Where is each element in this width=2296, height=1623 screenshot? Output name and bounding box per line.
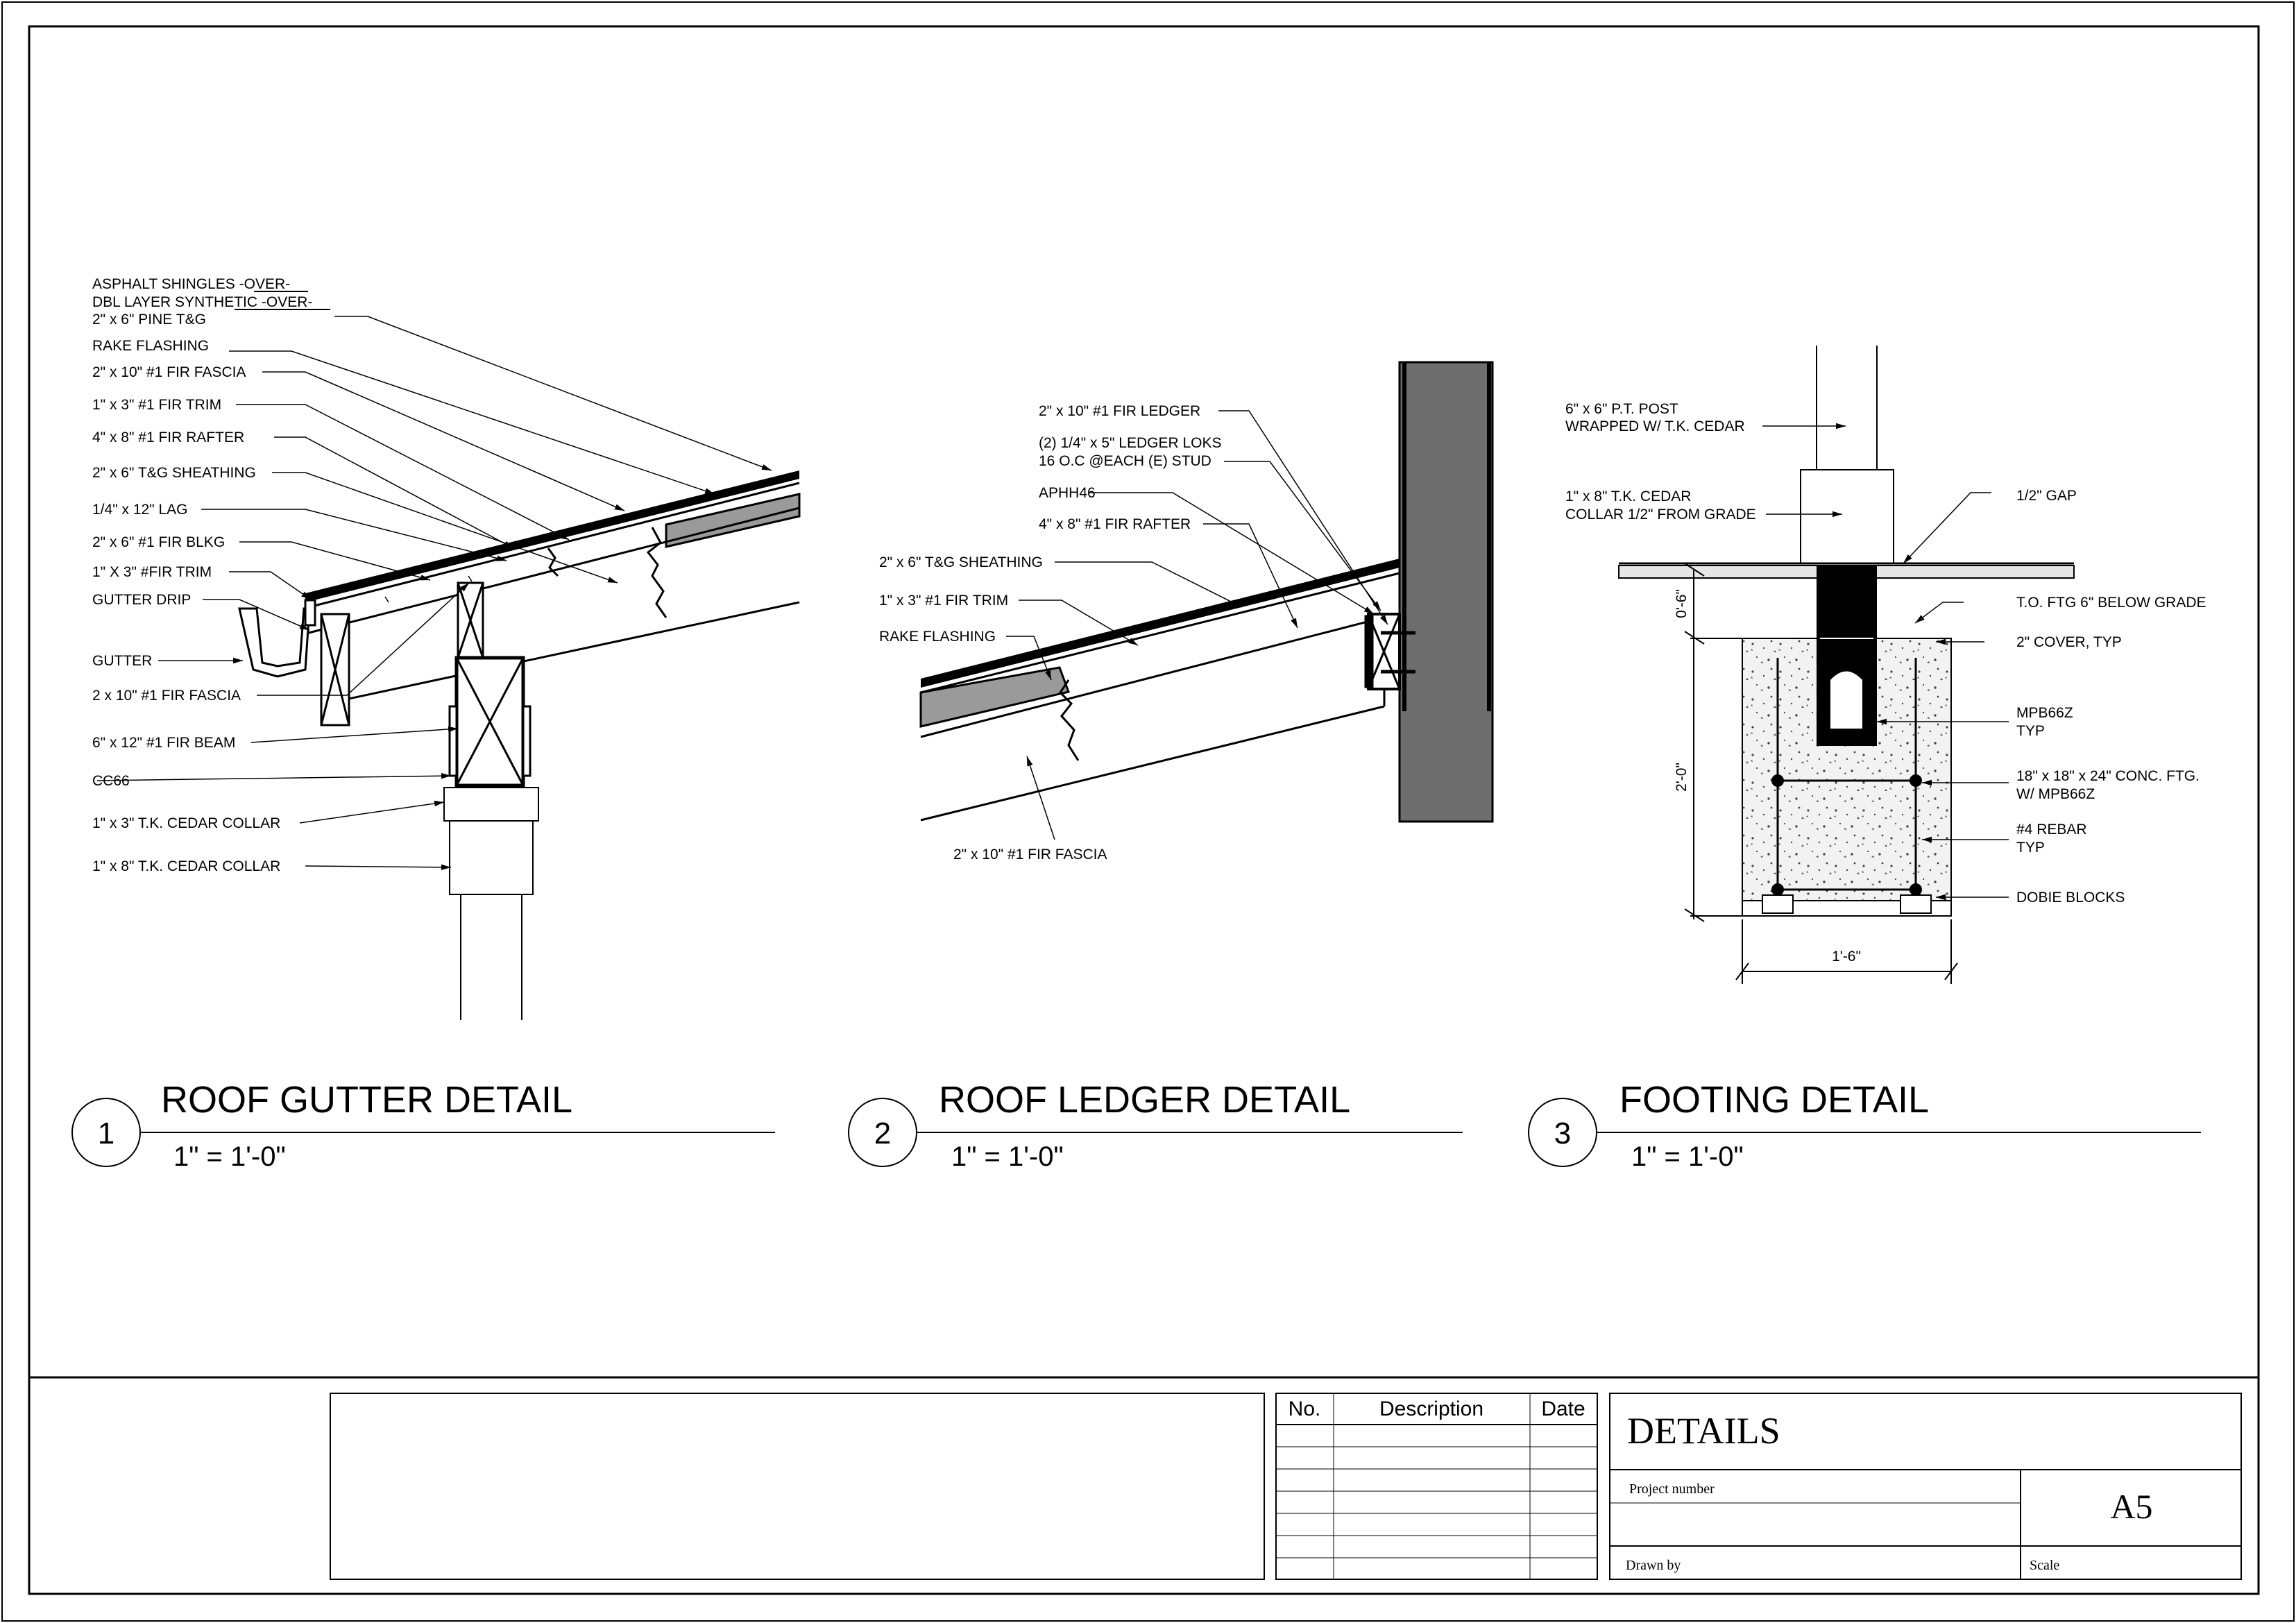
callout-label: TYP xyxy=(2016,840,2045,856)
callout-label: 2" x 6" #1 FIR BLKG xyxy=(92,534,225,550)
callout-label: 2 x 10" #1 FIR FASCIA xyxy=(92,688,241,704)
revision-description-header: Description xyxy=(1379,1397,1483,1420)
drawn-by-label: Drawn by xyxy=(1626,1558,1681,1573)
inner-border xyxy=(28,25,2260,1595)
footing-labels: 6" x 6" P.T. POST WRAPPED W/ T.K. CEDAR … xyxy=(1565,401,2206,965)
callout-label: 2" x 6" PINE T&G xyxy=(92,312,206,328)
callout-label: MPB66Z xyxy=(2016,705,2073,721)
callout-label: APHH46 xyxy=(1039,485,1096,501)
callout-label: GUTTER xyxy=(92,653,152,669)
sheet-number: A5 xyxy=(2110,1487,2152,1526)
project-number-label: Project number xyxy=(1629,1481,1715,1497)
revision-date-header: Date xyxy=(1541,1397,1585,1420)
callout-label: 1" X 3" #FIR TRIM xyxy=(92,564,212,580)
callout-label: DOBIE BLOCKS xyxy=(2016,890,2125,906)
roof-ledger-leaders xyxy=(1006,410,1388,840)
detail-number: 1 xyxy=(98,1116,114,1150)
callout-label: WRAPPED W/ T.K. CEDAR xyxy=(1565,418,1745,434)
sheet-info-box xyxy=(1609,1393,2242,1580)
callout-label: 18" x 18" x 24" CONC. FTG. xyxy=(2016,768,2200,784)
dimension-label: 0'-6" xyxy=(1674,589,1690,618)
callout-label: 1/2" GAP xyxy=(2016,488,2077,504)
roof-ledger-detail-drawing xyxy=(919,361,1494,823)
callout-label: 2" COVER, TYP xyxy=(2016,634,2122,650)
callout-label: W/ MPB66Z xyxy=(2016,786,2095,802)
roof-gutter-detail-drawing xyxy=(238,470,801,1020)
detail-number: 2 xyxy=(874,1116,891,1150)
callout-label: 1" x 8" T.K. CEDAR COLLAR xyxy=(92,858,280,874)
revision-no-header: No. xyxy=(1289,1397,1321,1420)
callout-label: 6" x 12" #1 FIR BEAM xyxy=(92,735,235,751)
callout-label: 6" x 6" P.T. POST xyxy=(1565,401,1678,417)
detail-scale: 1" = 1'-0" xyxy=(951,1141,1064,1172)
callout-label: GUTTER DRIP xyxy=(92,592,191,608)
detail-title: ROOF GUTTER DETAIL xyxy=(161,1079,572,1121)
callout-label: 1" x 3" T.K. CEDAR COLLAR xyxy=(92,815,280,831)
roof-ledger-labels: 2" x 10" #1 FIR LEDGER (2) 1/4" x 5" LED… xyxy=(879,403,1222,863)
callout-label: 4" x 8" #1 FIR RAFTER xyxy=(1039,516,1191,532)
dimension-label: 2'-0" xyxy=(1674,763,1690,792)
callout-label: 2" x 10" #1 FIR FASCIA xyxy=(953,847,1107,863)
callout-label: 2" x 6" T&G SHEATHING xyxy=(92,465,256,481)
callout-label: T.O. FTG 6" BELOW GRADE xyxy=(2016,595,2206,611)
callout-label: #4 REBAR xyxy=(2016,822,2087,838)
footing-detail-drawing xyxy=(1618,346,2075,984)
detail-scale: 1" = 1'-0" xyxy=(1631,1141,1744,1172)
callout-label: (2) 1/4" x 5" LEDGER LOKS xyxy=(1039,435,1222,451)
roof-gutter-leaders xyxy=(96,316,772,871)
callout-label: DBL LAYER SYNTHETIC -OVER- xyxy=(92,294,312,310)
sheet-name: DETAILS xyxy=(1627,1410,1780,1452)
detail-1-caption: 1 ROOF GUTTER DETAIL 1" = 1'-0" xyxy=(71,1079,775,1172)
revision-table xyxy=(1275,1393,1598,1580)
callout-label: TYP xyxy=(2016,723,2045,739)
callout-label: 1" x 8" T.K. CEDAR xyxy=(1565,488,1691,504)
title-block-text: No. Description Date DETAILS Project num… xyxy=(1289,1397,2153,1573)
roof-gutter-labels: ASPHALT SHINGLES -OVER- DBL LAYER SYNTHE… xyxy=(92,276,330,874)
callout-label: RAKE FLASHING xyxy=(879,629,996,645)
callout-label: 2" x 6" T&G SHEATHING xyxy=(879,554,1043,570)
detail-number: 3 xyxy=(1554,1116,1571,1150)
detail-title: FOOTING DETAIL xyxy=(1619,1079,1929,1121)
dimension-label: 1'-6" xyxy=(1832,949,1861,965)
callout-label: 2" x 10" #1 FIR FASCIA xyxy=(92,364,246,380)
detail-title: ROOF LEDGER DETAIL xyxy=(939,1079,1350,1121)
title-block xyxy=(29,1376,2259,1580)
callout-label: 2" x 10" #1 FIR LEDGER xyxy=(1039,403,1200,419)
callout-label: 1" x 3" #1 FIR TRIM xyxy=(879,593,1008,609)
callout-label: COLLAR 1/2" FROM GRADE xyxy=(1565,507,1756,522)
detail-3-caption: 3 FOOTING DETAIL 1" = 1'-0" xyxy=(1528,1079,2201,1172)
callout-label: 1" x 3" #1 FIR TRIM xyxy=(92,397,221,413)
detail-2-caption: 2 ROOF LEDGER DETAIL 1" = 1'-0" xyxy=(848,1079,1463,1172)
callout-label: ASPHALT SHINGLES -OVER- xyxy=(92,276,290,292)
callout-label: CC66 xyxy=(92,773,130,789)
callout-label: RAKE FLASHING xyxy=(92,338,209,354)
callout-label: 4" x 8" #1 FIR RAFTER xyxy=(92,430,244,445)
footing-leaders xyxy=(1762,423,2009,901)
scale-label: Scale xyxy=(2030,1558,2059,1573)
callout-label: 16 O.C @EACH (E) STUD xyxy=(1039,453,1211,469)
callout-label: 1/4" x 12" LAG xyxy=(92,502,187,518)
detail-scale: 1" = 1'-0" xyxy=(173,1141,286,1172)
notes-box xyxy=(330,1393,1265,1580)
